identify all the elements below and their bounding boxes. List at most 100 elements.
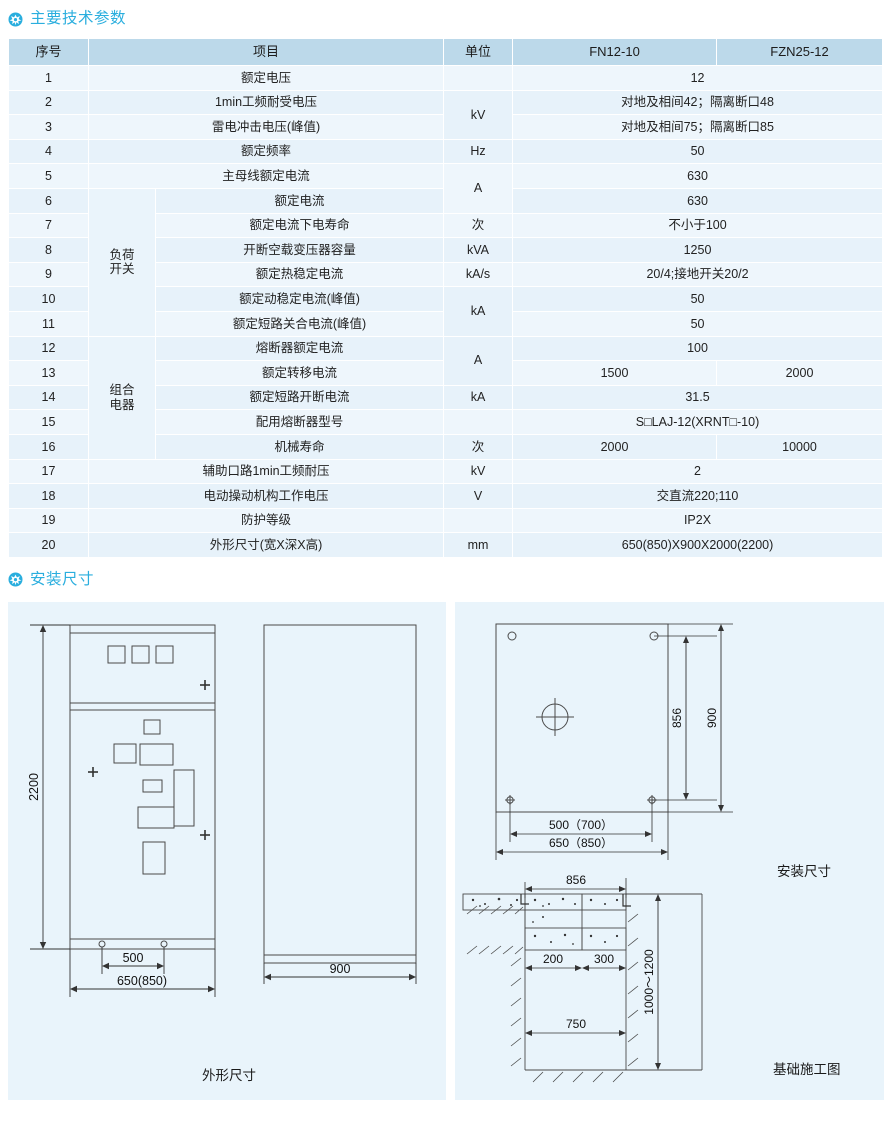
cell-no: 5 — [8, 163, 89, 189]
installation-drawings: 856 900 500（700） — [462, 623, 733, 1083]
group-label-line2: 电器 — [109, 397, 135, 412]
alignment-cross-icon — [88, 679, 210, 840]
cell-no: 20 — [8, 532, 89, 558]
cell-no: 18 — [8, 483, 89, 509]
plan-outer-height-label: 900 — [705, 708, 719, 728]
cell-item: 额定电流下电寿命 — [154, 212, 445, 239]
cell-item: 配用熔断器型号 — [154, 409, 445, 435]
cell-no: 9 — [8, 261, 89, 288]
cell-no: 17 — [8, 458, 89, 485]
front-width-label: 650(850) — [117, 974, 167, 988]
cell-no: 14 — [8, 384, 89, 411]
cell-item: 额定电压 — [87, 65, 445, 91]
cell-item: 额定动稳定电流(峰值) — [154, 286, 445, 312]
cell-item: 开断空载变压器容量 — [154, 237, 445, 263]
front-view-caption: 外形尺寸 — [202, 1067, 256, 1083]
cell-item: 额定短路关合电流(峰值) — [154, 310, 445, 337]
table-row: 14 额定短路开断电流 kA 31.5 — [8, 384, 884, 411]
cell-value: 50 — [512, 138, 884, 165]
foundation-view-caption: 基础施工图 — [773, 1061, 841, 1077]
col-header-fzn25: FZN25-12 — [716, 38, 884, 66]
cell-value: 20/4;接地开关20/2 — [512, 261, 884, 288]
cell-value: 对地及相间75；隔离断口85 — [512, 114, 884, 140]
drawings-container: 2200 500 650(850) — [0, 601, 890, 1100]
table-row: 13 额定转移电流 1500 2000 — [8, 360, 884, 386]
cell-unit: V — [443, 483, 514, 509]
cell-unit — [443, 409, 514, 435]
table-row: 12 组合 电器 熔断器额定电流 A 100 — [8, 335, 884, 460]
cell-unit — [443, 507, 514, 534]
cell-no: 15 — [8, 409, 89, 435]
table-row: 2 1min工频耐受电压 kV 对地及相间42；隔离断口48 — [8, 89, 884, 140]
cell-no: 1 — [8, 65, 89, 91]
cell-no: 10 — [8, 286, 89, 312]
flower-bullet-icon — [8, 12, 23, 27]
cell-value: 100 — [512, 335, 884, 362]
cell-item: 额定转移电流 — [154, 360, 445, 386]
table-row: 5 主母线额定电流 A 630 — [8, 163, 884, 214]
cell-item: 辅助口路1min工频耐压 — [87, 458, 445, 485]
table-row: 9 额定热稳定电流 kA/s 20/4;接地开关20/2 — [8, 261, 884, 288]
ground-hatching — [466, 905, 639, 1083]
cell-value-fn12: 2000 — [512, 433, 718, 460]
table-row: 4 额定频率 Hz 50 — [8, 138, 884, 165]
cell-value: 50 — [512, 310, 884, 337]
table-row: 10 额定动稳定电流(峰值) kA 50 — [8, 286, 884, 337]
cell-value: 31.5 — [512, 384, 884, 411]
plan-view-caption: 安装尺寸 — [777, 863, 831, 879]
cell-item: 额定热稳定电流 — [154, 261, 445, 288]
cell-item: 雷电冲击电压(峰值) — [87, 114, 445, 140]
table-row: 3 雷电冲击电压(峰值) 对地及相间75；隔离断口85 — [8, 114, 884, 140]
cell-value: 50 — [512, 286, 884, 312]
table-row: 18 电动操动机构工作电压 V 交直流220;110 — [8, 483, 884, 509]
cell-value: 不小于100 — [512, 212, 884, 239]
table-row: 17 辅助口路1min工频耐压 kV 2 — [8, 458, 884, 485]
col-header-fn12: FN12-10 — [512, 38, 718, 66]
col-header-unit: 单位 — [443, 38, 514, 66]
cell-item: 额定电流 — [154, 187, 445, 214]
cell-value-fzn25: 2000 — [716, 360, 884, 386]
table-body: 1 额定电压 12 2 1min工频耐受电压 kV 对地及相间42；隔离断口48… — [8, 65, 884, 558]
outline-dimension-panel: 2200 500 650(850) — [8, 601, 446, 1100]
cell-unit: kA — [443, 286, 514, 337]
concrete-texture — [471, 897, 619, 945]
section-title-specs: 主要技术参数 — [30, 10, 127, 28]
cell-no: 4 — [8, 138, 89, 165]
col-header-item: 项目 — [87, 38, 445, 66]
technical-parameters-table: 序号 项目 单位 FN12-10 FZN25-12 1 额定电压 12 2 1m… — [8, 38, 884, 558]
cell-no: 11 — [8, 310, 89, 337]
cell-item: 熔断器额定电流 — [154, 335, 445, 362]
cell-unit: 次 — [443, 433, 514, 460]
foundation-outline — [462, 893, 703, 1071]
cell-item: 机械寿命 — [154, 433, 445, 460]
cell-value: 650(850)X900X2000(2200) — [512, 532, 884, 558]
section-title-dims: 安装尺寸 — [30, 571, 95, 589]
cell-value: 2 — [512, 458, 884, 485]
plan-inner-height-label: 856 — [670, 708, 684, 728]
front-height-label: 2200 — [27, 773, 41, 801]
group-label-line2: 开关 — [109, 262, 135, 277]
cell-unit — [443, 65, 514, 91]
plan-inner-width-label: 500（700） — [549, 818, 613, 832]
foundation-top-width-label: 856 — [566, 873, 586, 887]
cell-group-label: 负荷 开关 — [88, 187, 156, 337]
cell-value: 12 — [512, 65, 884, 91]
cell-item: 额定频率 — [87, 138, 445, 165]
outline-dimension-drawing: 2200 500 650(850) — [27, 624, 417, 997]
cell-value-fzn25: 10000 — [716, 433, 884, 460]
cell-item: 电动操动机构工作电压 — [87, 483, 445, 509]
cell-unit: kA — [443, 384, 514, 411]
table-row: 16 机械寿命 次 2000 10000 — [8, 433, 884, 460]
cell-value: S□LAJ-12(XRNT□-10) — [512, 409, 884, 435]
section-header-specs: 主要技术参数 — [0, 0, 890, 38]
hole-spacing-label: 500 — [123, 951, 144, 965]
table-row: 20 外形尺寸(宽X深X高) mm 650(850)X900X2000(2200… — [8, 532, 884, 558]
foundation-depth-label: 1000～1200 — [642, 949, 656, 1015]
foundation-right-dim-label: 300 — [594, 952, 614, 966]
table-row: 8 开断空载变压器容量 kVA 1250 — [8, 237, 884, 263]
cell-value-fn12: 1500 — [512, 360, 718, 386]
table-row: 7 额定电流下电寿命 次 不小于100 — [8, 212, 884, 239]
cell-item: 额定短路开断电流 — [154, 384, 445, 411]
section-header-dims: 安装尺寸 — [0, 558, 890, 602]
cell-unit: A — [443, 163, 514, 214]
